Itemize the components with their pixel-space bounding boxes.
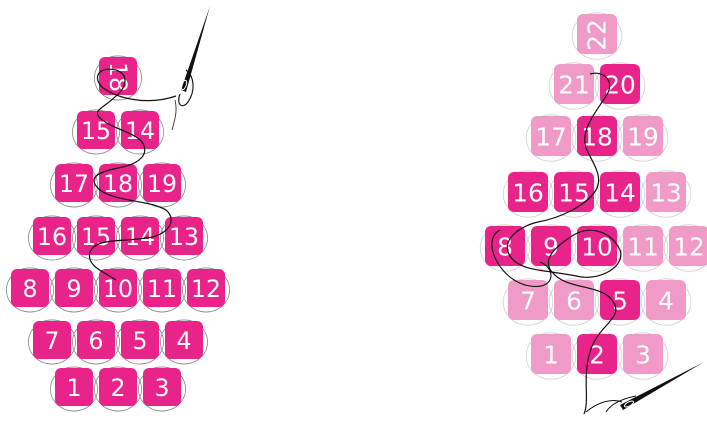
bead-number: 15 xyxy=(81,223,111,251)
right-bead-11: 11 xyxy=(623,226,663,266)
right-bead-15: 15 xyxy=(554,172,594,212)
right-bead-12: 12 xyxy=(669,226,707,266)
bead-number: 15 xyxy=(558,179,590,208)
right-bead-19: 19 xyxy=(623,116,663,156)
bead-number: 21 xyxy=(558,71,590,100)
right-bead-9: 9 xyxy=(531,226,571,266)
left-bead-14: 14 xyxy=(121,111,159,149)
bead-number: 17 xyxy=(59,170,89,198)
bead-number: 2 xyxy=(589,341,605,370)
left-bead-5: 5 xyxy=(121,321,159,359)
right-bead-8: 8 xyxy=(485,226,525,266)
bead-number: 9 xyxy=(543,233,559,262)
bead-number: 4 xyxy=(177,327,192,355)
right-bead-18: 18 xyxy=(577,116,617,156)
right-bead-3: 3 xyxy=(623,334,663,374)
bead-number: 12 xyxy=(191,275,221,303)
left-bead-14: 14 xyxy=(121,217,159,255)
right-bead-2: 2 xyxy=(577,334,617,374)
left-bead-16: 16 xyxy=(33,217,71,255)
bead-number: 11 xyxy=(147,275,177,303)
left-bead-11: 11 xyxy=(143,269,181,307)
left-bead-12: 12 xyxy=(187,269,225,307)
bead-number: 6 xyxy=(89,327,104,355)
bead-number: 8 xyxy=(23,275,38,303)
left-bead-4: 4 xyxy=(165,321,203,359)
left-bead-3: 3 xyxy=(143,368,181,406)
right-bead-21: 21 xyxy=(554,64,594,104)
bead-number: 1 xyxy=(543,341,559,370)
left-bead-8: 8 xyxy=(11,269,49,307)
bead-number: 16 xyxy=(512,179,544,208)
bead-number: 7 xyxy=(520,287,536,316)
right-bead-6: 6 xyxy=(554,280,594,320)
bead-number: 10 xyxy=(581,233,613,262)
bead-number: 18 xyxy=(104,62,132,92)
right-bead-14: 14 xyxy=(600,172,640,212)
right-bead-22: 22 xyxy=(577,14,617,54)
right-bead-1: 1 xyxy=(531,334,571,374)
left-bead-15: 15 xyxy=(77,217,115,255)
right-bead-10: 10 xyxy=(577,226,617,266)
bead-number: 11 xyxy=(627,233,659,262)
bead-number: 20 xyxy=(604,71,636,100)
bead-number: 19 xyxy=(627,123,659,152)
bead-number: 1 xyxy=(67,374,82,402)
left-bead-1: 1 xyxy=(55,368,93,406)
bead-number: 14 xyxy=(604,179,636,208)
bead-number: 19 xyxy=(147,170,177,198)
bead-number: 14 xyxy=(125,117,155,145)
bead-number: 5 xyxy=(612,287,628,316)
right-bead-5: 5 xyxy=(600,280,640,320)
bead-number: 12 xyxy=(673,233,705,262)
bead-number: 22 xyxy=(583,19,612,51)
left-beads: 18151417181916151413891011127654123 xyxy=(11,57,225,406)
needle-icon xyxy=(179,6,210,106)
left-bead-19: 19 xyxy=(143,164,181,202)
right-bead-4: 4 xyxy=(646,280,686,320)
right-bead-20: 20 xyxy=(600,64,640,104)
bead-number: 13 xyxy=(169,223,199,251)
left-bead-17: 17 xyxy=(55,164,93,202)
bead-number: 10 xyxy=(103,275,133,303)
left-bead-6: 6 xyxy=(77,321,115,359)
bead-number: 6 xyxy=(566,287,582,316)
right-bead-16: 16 xyxy=(508,172,548,212)
bead-number: 13 xyxy=(650,179,682,208)
bead-number: 16 xyxy=(37,223,67,251)
left-bead-diagram: 18151417181916151413891011127654123 xyxy=(6,6,229,411)
bead-number: 17 xyxy=(535,123,567,152)
left-bead-7: 7 xyxy=(33,321,71,359)
bead-number: 3 xyxy=(155,374,170,402)
left-bead-10: 10 xyxy=(99,269,137,307)
left-bead-15: 15 xyxy=(77,111,115,149)
left-bead-9: 9 xyxy=(55,269,93,307)
bead-number: 2 xyxy=(111,374,126,402)
left-thread-tail xyxy=(172,100,176,130)
bead-number: 9 xyxy=(67,275,82,303)
bead-number: 5 xyxy=(133,327,148,355)
right-bead-13: 13 xyxy=(646,172,686,212)
right-bead-diagram: 22212017181916151413891011127654123 xyxy=(480,13,707,414)
bead-number: 15 xyxy=(81,117,111,145)
bead-number: 4 xyxy=(658,287,674,316)
right-bead-17: 17 xyxy=(531,116,571,156)
left-bead-18: 18 xyxy=(99,164,137,202)
bead-number: 3 xyxy=(635,341,651,370)
left-bead-2: 2 xyxy=(99,368,137,406)
right-beads: 22212017181916151413891011127654123 xyxy=(485,14,707,374)
bead-number: 7 xyxy=(45,327,60,355)
